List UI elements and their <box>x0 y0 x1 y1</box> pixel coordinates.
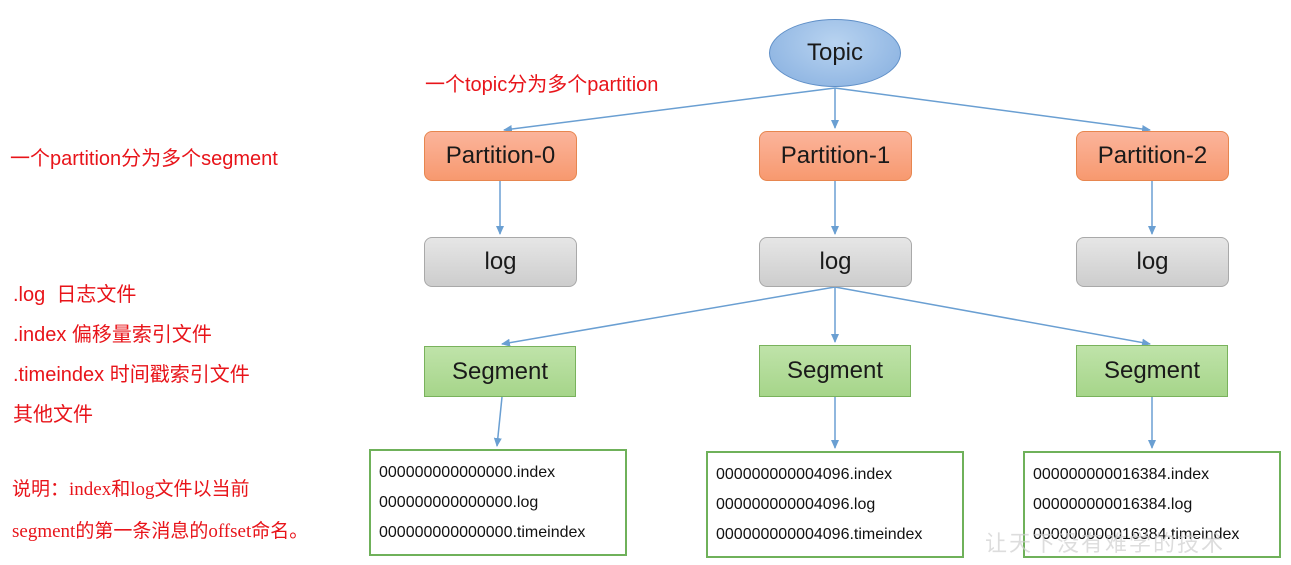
file-name: 000000000004096.timeindex <box>716 526 923 543</box>
segment-2-node: Segment <box>1076 345 1228 397</box>
partition-1-label: Partition-1 <box>780 142 891 169</box>
log-2-label: log <box>1136 248 1169 275</box>
segment-2-files: 000000000016384.index 000000000016384.lo… <box>1023 451 1281 558</box>
file-name: 000000000004096.log <box>716 496 876 513</box>
file-name: 000000000016384.timeindex <box>1033 526 1240 543</box>
segment-1-files: 000000000004096.index 000000000004096.lo… <box>706 451 964 558</box>
naming-note: 说明：index和log文件以当前 segment的第一条消息的offset命名… <box>12 474 308 558</box>
file-name: 000000000016384.log <box>1033 496 1193 513</box>
arrow-log-to-segment-0 <box>501 286 836 347</box>
arrow-segment-0-to-files <box>493 396 503 447</box>
partition-2-label: Partition-2 <box>1097 142 1208 169</box>
file-types-list: .log 日志文件 .index 偏移量索引文件 .timeindex 时间戳索… <box>13 278 250 438</box>
partition-0-node: Partition-0 <box>424 131 577 181</box>
log-2-node: log <box>1076 237 1229 287</box>
segment-2-label: Segment <box>1103 357 1201 384</box>
segment-0-label: Segment <box>451 357 549 385</box>
arrow-topic-to-partition-0 <box>503 87 836 133</box>
segment-0-node: Segment <box>424 346 576 397</box>
naming-note-line-1: 说明：index和log文件以当前 <box>12 479 250 500</box>
file-type-index: .index 偏移量索引文件 <box>13 324 212 346</box>
topic-node: Topic <box>769 19 901 87</box>
log-0-label: log <box>484 248 517 275</box>
log-1-node: log <box>759 237 912 287</box>
segment-0-files: 000000000000000.index 000000000000000.lo… <box>369 449 627 556</box>
file-type-other: 其他文件 <box>13 404 93 426</box>
partition-0-label: Partition-0 <box>445 142 556 169</box>
file-name: 000000000000000.timeindex <box>379 524 586 541</box>
naming-note-line-2: segment的第一条消息的offset命名。 <box>12 521 309 542</box>
log-1-label: log <box>819 248 852 275</box>
partition-split-annotation: 一个partition分为多个segment <box>10 148 278 170</box>
file-name: 000000000004096.index <box>716 466 893 483</box>
partition-2-node: Partition-2 <box>1076 131 1229 181</box>
arrow-topic-to-partition-2 <box>834 87 1151 133</box>
arrow-log-to-segment-2 <box>834 286 1151 347</box>
file-name: 000000000016384.index <box>1033 466 1210 483</box>
watermark: 让天下没有难学的技术 <box>985 532 1226 557</box>
file-type-timeindex: .timeindex 时间戳索引文件 <box>13 364 250 386</box>
topic-split-annotation: 一个topic分为多个partition <box>425 74 659 96</box>
log-0-node: log <box>424 237 577 287</box>
topic-label: Topic <box>806 39 864 66</box>
segment-1-node: Segment <box>759 345 911 397</box>
file-name: 000000000000000.log <box>379 494 539 511</box>
partition-1-node: Partition-1 <box>759 131 912 181</box>
file-name: 000000000000000.index <box>379 464 556 481</box>
segment-1-label: Segment <box>786 357 884 384</box>
file-type-log: .log 日志文件 <box>13 284 137 306</box>
